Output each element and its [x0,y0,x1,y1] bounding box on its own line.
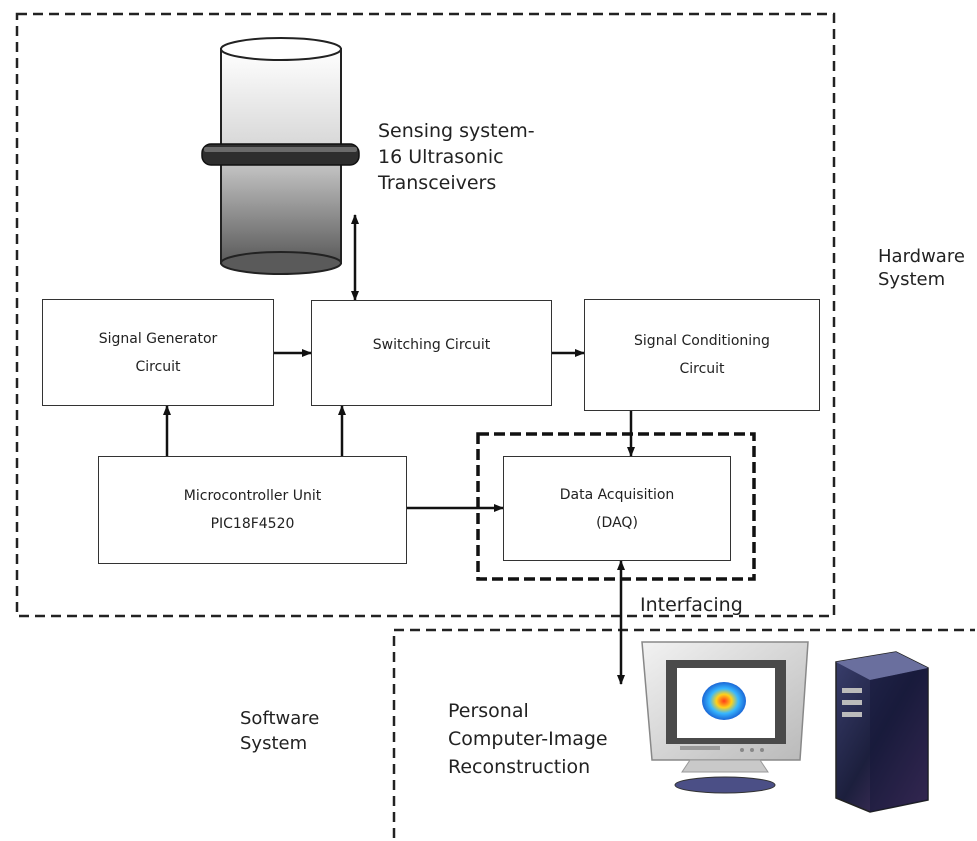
signal-generator-block: Signal Generator Circuit [42,299,274,406]
sensing-pipe-icon [201,37,360,275]
daq-line1: Data Acquisition [559,486,675,503]
microcontroller-block: Microcontroller Unit PIC18F4520 [98,456,407,564]
daq-line2: (DAQ) [596,514,638,531]
signal-conditioning-line1: Signal Conditioning [634,333,770,349]
computer-tower-icon [835,651,929,813]
software-system-boundary [392,628,975,838]
signal-conditioning-line2: Circuit [679,361,725,377]
personal-computer-label: Personal Computer-Image Reconstruction [448,700,608,778]
daq-boundary [476,432,756,581]
signal-conditioning-block: Signal Conditioning Circuit [584,299,820,411]
hardware-system-label: Hardware System [878,246,965,290]
hardware-system-boundary [15,12,836,618]
signal-generator-line1: Signal Generator [98,330,218,347]
microcontroller-line1: Microcontroller Unit [183,488,322,504]
signal-generator-line2: Circuit [135,358,181,375]
daq-block: Data Acquisition (DAQ) [503,456,731,561]
switching-circuit-label: Switching Circuit [372,337,491,353]
interfacing-label: Interfacing [640,594,743,616]
microcontroller-line2: PIC18F4520 [210,516,295,532]
sensing-system-label: Sensing system- 16 Ultrasonic Transceive… [378,120,535,194]
switching-circuit-block: Switching Circuit [311,300,552,406]
software-system-label: Software System [240,708,320,754]
monitor-icon [641,641,809,794]
